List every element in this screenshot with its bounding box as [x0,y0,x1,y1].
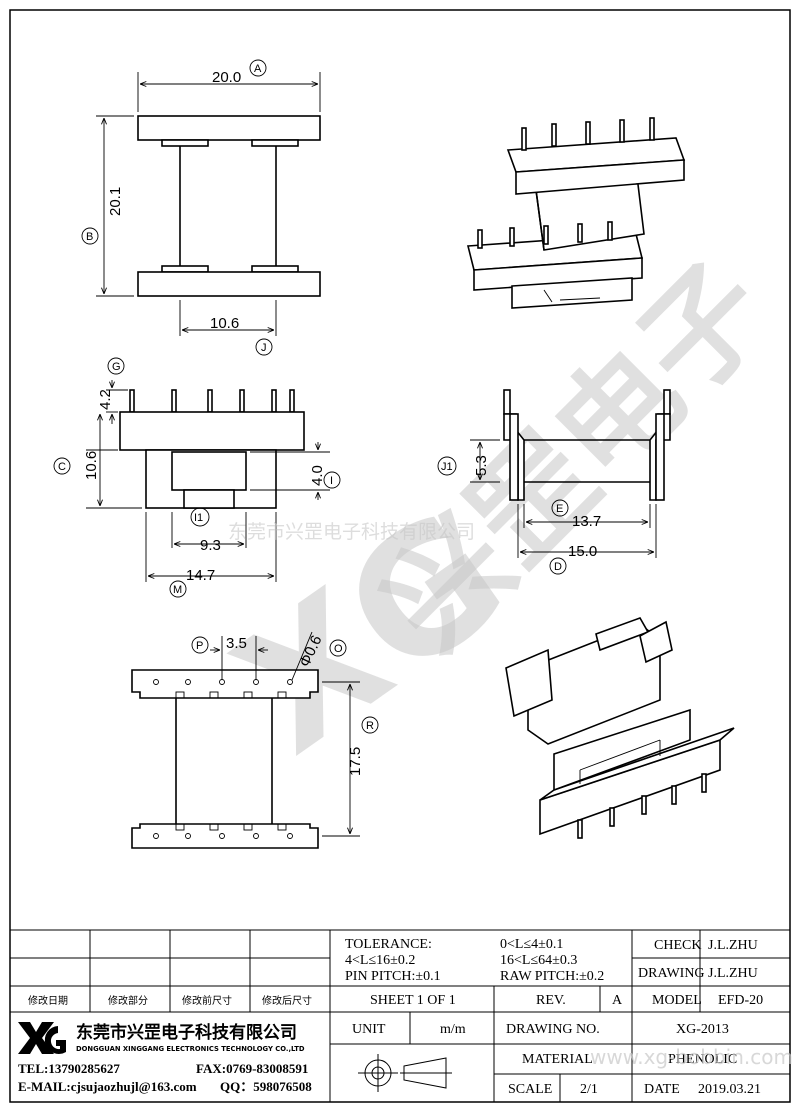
dim-j1-value: 5.3 [473,455,490,476]
scale-value: 2/1 [580,1082,598,1097]
dim-a-value: 20.0 [212,69,241,86]
top-view: 20.0 A 20.1 B 10.6 J [81,59,321,356]
callout-b: B [86,231,93,243]
company-en: DONGGUAN XINGGANG ELECTRONICS TECHNOLOGY… [76,1045,305,1053]
date-value: 2019.03.21 [698,1082,761,1097]
projection-symbol [358,1054,452,1092]
callout-i: I [330,475,333,487]
rev-label: REV. [536,993,566,1008]
date-label: DATE [644,1082,680,1097]
company-logo [18,1022,66,1054]
unit-label: UNIT [352,1022,386,1037]
company-cn: 东莞市兴罡电子科技有限公司 [76,1022,297,1043]
dim-i-value: 4.0 [309,465,326,486]
pin-pitch: PIN PITCH:±0.1 [345,969,441,984]
rev-header-part: 修改部分 [108,994,148,1007]
drawing-no-value: XG-2013 [676,1022,729,1037]
email: E-MAIL:cjsujaozhujl@163.com [18,1079,197,1094]
rev-header-before: 修改前尺寸 [182,994,232,1007]
drawing-no-label: DRAWING NO. [506,1022,600,1037]
rev-value: A [612,993,623,1008]
rev-header-date: 修改日期 [28,994,68,1007]
dim-e-value: 13.7 [572,513,601,530]
raw-pitch: RAW PITCH:±0.2 [500,969,604,984]
drawing-label: DRAWING [638,966,705,981]
callout-j1: J1 [441,461,453,473]
side-view: 5.3 J1 13.7 E 15.0 D [437,389,671,575]
front-view: 4.2 G 10.6 C 4.0 I 9.3 I1 14.7 M [53,357,341,598]
fax: FAX:0769-83008591 [196,1061,308,1076]
callout-j: J [261,342,267,354]
dim-c-value: 10.6 [83,451,100,480]
callout-i1: I1 [194,512,203,524]
callout-m: M [173,584,182,596]
dim-j-value: 10.6 [210,315,239,332]
watermark: XG 兴罡电子 [203,238,795,791]
callout-c: C [58,461,66,473]
unit-value: m/m [440,1022,466,1037]
tolerance-label: TOLERANCE: [345,937,432,952]
scale-label: SCALE [508,1082,552,1097]
isometric-view-top [466,117,686,309]
rev-header-after: 修改后尺寸 [262,994,312,1007]
dim-i1-value: 9.3 [200,537,221,554]
callout-r: R [366,720,374,732]
tolerance-3: 16<L≤64±0.3 [500,953,577,968]
callout-p: P [196,640,203,652]
check-value: J.L.ZHU [708,938,758,953]
isometric-view-bottom [505,617,735,839]
title-block: 修改日期 修改部分 修改前尺寸 修改后尺寸 TOLERANCE: 0<L≤4±0… [9,929,791,1103]
model-label: MODEL [652,993,702,1008]
tolerance-2: 4<L≤16±0.2 [345,953,415,968]
callout-d: D [554,561,562,573]
callout-g: G [112,361,121,373]
drawing-value: J.L.ZHU [708,966,758,981]
watermark-banner: 东莞市兴罡电子科技有限公司 [228,521,475,543]
material-value: PHENOLIC [668,1052,737,1067]
tel: TEL:13790285627 [18,1061,120,1076]
dim-d-value: 15.0 [568,543,597,560]
dim-g-value: 4.2 [97,389,114,410]
sheet-label: SHEET 1 OF 1 [370,993,456,1008]
callout-o: O [334,643,343,655]
tolerance-1: 0<L≤4±0.1 [500,937,563,952]
callout-e: E [556,503,563,515]
material-label: MATERIAL [522,1052,593,1067]
qq: QQ：598076508 [220,1079,312,1094]
dim-m-value: 14.7 [186,567,215,584]
callout-a: A [254,63,262,75]
check-label: CHECK [654,938,701,953]
bottom-view: 3.5 P Φ0.6 O 17.5 R [131,631,379,849]
watermark-url: www.xg-bobbin.com [590,1045,793,1069]
model-value: EFD-20 [718,993,763,1008]
dim-r-value: 17.5 [347,747,364,776]
dim-b-value: 20.1 [107,187,124,216]
dim-p-value: 3.5 [226,635,247,652]
